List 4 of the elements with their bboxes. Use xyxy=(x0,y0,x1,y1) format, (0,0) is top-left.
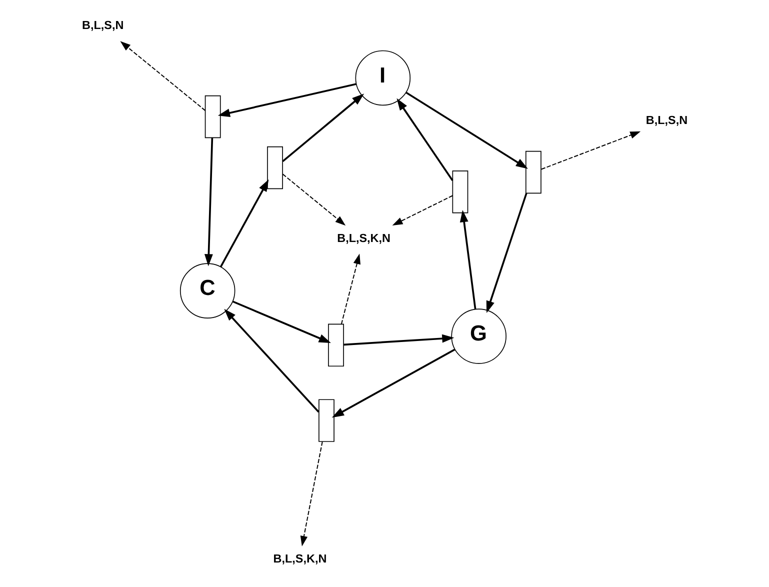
node-text: B,L,S,K,N xyxy=(337,232,390,246)
node-text: B,L,S,K,N xyxy=(273,552,327,566)
node-text: B,L,S,N xyxy=(646,114,688,127)
node-text: B,L,S,N xyxy=(82,19,124,32)
